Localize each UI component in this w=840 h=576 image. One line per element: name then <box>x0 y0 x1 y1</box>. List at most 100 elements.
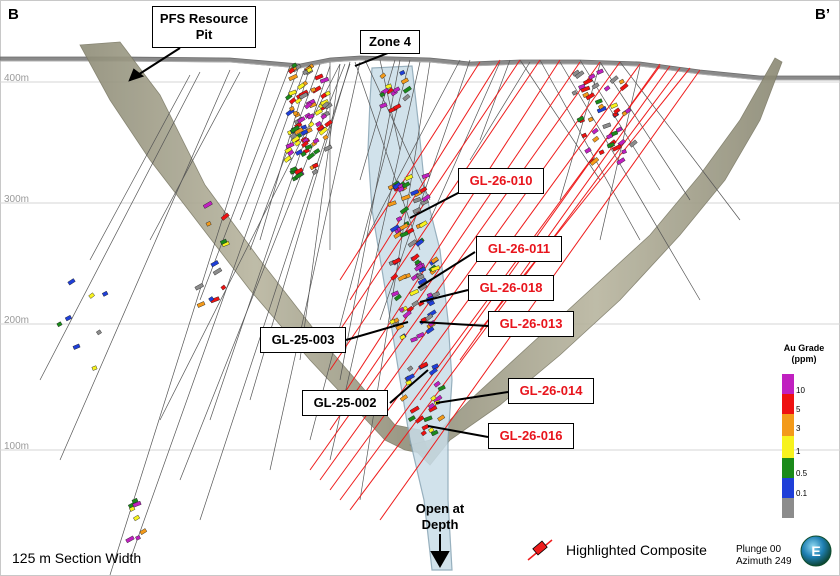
section-end-label: B’ <box>815 6 830 23</box>
assay-sample <box>101 290 109 297</box>
assay-sample <box>405 373 415 382</box>
assay-sample <box>591 127 599 135</box>
assay-sample <box>393 317 400 324</box>
drill-trace <box>239 63 301 221</box>
assay-sample <box>393 293 402 302</box>
assay-sample <box>415 238 424 247</box>
assay-sample <box>618 78 625 85</box>
legend-tick-3: 3 <box>796 424 801 433</box>
assay-sample <box>606 142 615 149</box>
drill-trace <box>479 59 511 141</box>
assay-sample <box>399 222 409 231</box>
callout-gl-25-002: GL-25-002 <box>302 390 388 416</box>
callout-gl-26-014: GL-26-014 <box>508 378 594 404</box>
assay-sample <box>391 257 402 265</box>
open-at-depth-label: Open at Depth <box>415 501 465 532</box>
assay-sample <box>194 282 205 291</box>
assay-sample <box>395 216 403 222</box>
assay-sample <box>91 365 98 371</box>
assay-sample <box>410 189 420 196</box>
assay-sample <box>410 253 420 262</box>
elevation-label-300: 300m <box>4 194 30 205</box>
assay-sample <box>571 90 578 96</box>
assay-sample <box>304 144 313 151</box>
assay-sample <box>430 395 437 402</box>
assay-sample <box>407 365 414 372</box>
assay-sample <box>430 265 441 272</box>
assay-sample <box>420 430 427 437</box>
callout-gl-26-013: GL-26-013 <box>488 311 574 337</box>
assay-sample <box>597 103 605 110</box>
assay-sample <box>322 134 329 141</box>
assay-sample <box>587 116 594 123</box>
assay-sample <box>285 142 295 149</box>
assay-sample <box>220 212 230 221</box>
legend-tick-0-1: 0.1 <box>796 489 808 498</box>
assay-sample <box>306 67 313 74</box>
assay-sample <box>400 194 411 202</box>
leader-gl-26-010 <box>409 191 461 219</box>
assay-sample <box>398 306 405 313</box>
assay-sample <box>139 528 148 536</box>
assay-sample <box>417 277 427 286</box>
assay-sample <box>621 149 627 155</box>
assay-sample <box>609 102 619 109</box>
assay-sample <box>592 135 600 143</box>
assay-sample <box>283 155 292 163</box>
assay-sample <box>313 148 321 155</box>
assay-sample <box>578 83 586 90</box>
assay-sample <box>430 256 439 264</box>
leader-gl-26-016 <box>427 425 489 438</box>
assay-sample <box>133 514 141 522</box>
assay-sample <box>88 292 95 299</box>
drill-trace <box>129 67 306 561</box>
assay-sample <box>409 405 420 414</box>
assay-sample <box>290 125 300 134</box>
drill-trace <box>359 61 431 501</box>
assay-sample <box>324 119 333 128</box>
assay-sample <box>297 116 306 124</box>
assay-sample <box>421 194 431 202</box>
drill-trace <box>199 63 351 521</box>
assay-sample <box>574 70 585 79</box>
zone-callout: Zone 4 <box>360 30 420 54</box>
drill-trace <box>469 61 531 161</box>
assay-sample <box>594 98 603 105</box>
assay-sample <box>399 231 409 238</box>
colorbar-segment <box>782 478 794 498</box>
assay-sample <box>289 132 297 140</box>
legend-tick-5: 5 <box>796 405 801 414</box>
elevation-label-400: 400m <box>4 73 30 84</box>
drill-trace <box>364 59 431 201</box>
assay-sample <box>212 267 223 276</box>
assay-sample <box>391 290 400 297</box>
assay-sample <box>589 157 600 166</box>
assay-sample <box>629 139 638 148</box>
assay-sample <box>314 108 323 116</box>
assay-sample <box>404 174 414 182</box>
assay-sample <box>397 186 405 193</box>
assay-sample <box>196 301 206 308</box>
assay-sample <box>428 300 435 307</box>
assay-sample <box>316 124 325 132</box>
drill-trace <box>359 59 461 251</box>
drill-trace <box>429 61 501 221</box>
assay-sample <box>603 85 611 92</box>
assay-sample <box>414 259 421 266</box>
assay-sample <box>428 402 436 410</box>
assay-sample <box>318 126 329 136</box>
assay-sample <box>320 92 328 100</box>
azimuth-label: Azimuth 249 <box>736 556 792 567</box>
assay-sample <box>392 182 402 190</box>
assay-sample <box>72 343 81 350</box>
company-logo: E <box>800 535 832 567</box>
drill-trace <box>519 59 601 181</box>
assay-sample <box>581 132 588 139</box>
assay-sample <box>304 101 313 110</box>
assay-sample <box>397 273 408 282</box>
assay-sample <box>421 172 431 180</box>
highlighted-drill-trace <box>329 59 541 371</box>
assay-sample <box>294 127 304 135</box>
